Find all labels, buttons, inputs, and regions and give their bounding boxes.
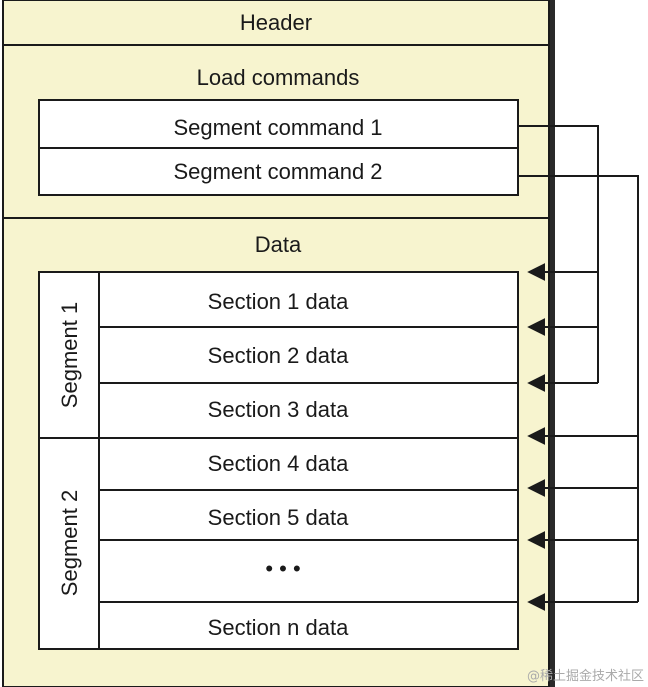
segment-command-2-label: Segment command 2 — [173, 159, 382, 184]
load-commands-title: Load commands — [197, 65, 360, 90]
segment-command-2-connectors — [518, 175, 639, 611]
section-ellipsis-label: • • • — [265, 556, 300, 581]
section-n-label: Section n data — [208, 615, 349, 640]
section-5-row — [98, 489, 519, 541]
data-title: Data — [255, 232, 302, 257]
segment-command-1-connectors — [518, 125, 599, 392]
section-3-row — [98, 382, 519, 439]
segment-2-label-cell — [38, 437, 100, 650]
section-2-row — [98, 326, 519, 384]
header-label: Header — [240, 10, 312, 35]
section-ellipsis-row — [98, 539, 519, 603]
segment-2-bus-line — [518, 175, 639, 602]
section-1-row — [98, 271, 519, 328]
container-shadow — [549, 0, 555, 687]
section-5-label: Section 5 data — [208, 505, 349, 530]
segment-command-2-box — [38, 147, 519, 196]
segment-2-label: Segment 2 — [57, 490, 82, 596]
watermark-text: @稀土掘金技术社区 — [527, 668, 644, 684]
section-4-label: Section 4 data — [208, 451, 349, 476]
segment-1-bus-line — [518, 125, 599, 383]
section-4-row — [98, 437, 519, 491]
section-2-label: Section 2 data — [208, 343, 349, 368]
segment-1-label: Segment 1 — [57, 302, 82, 408]
segment-command-1-label: Segment command 1 — [173, 115, 382, 140]
section-3-label: Section 3 data — [208, 397, 349, 422]
section-n-row — [98, 601, 519, 650]
section-1-label: Section 1 data — [208, 289, 349, 314]
